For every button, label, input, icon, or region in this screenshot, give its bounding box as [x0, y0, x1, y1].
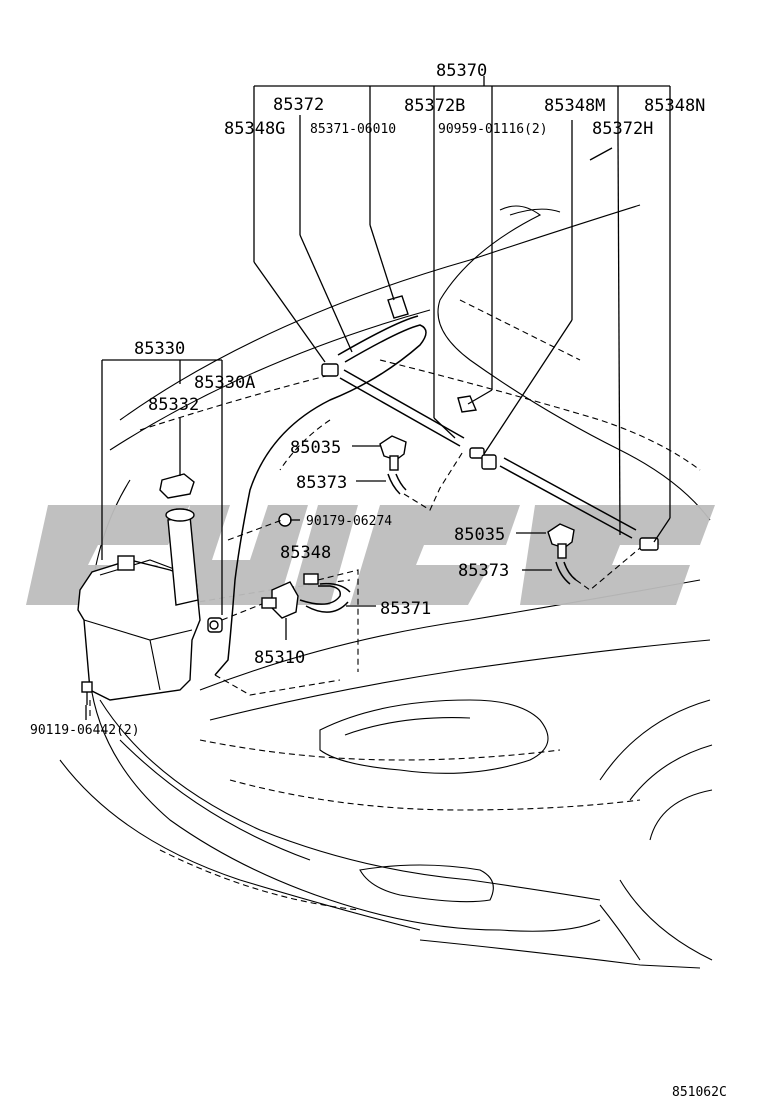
label-85332: 85332 [148, 395, 199, 415]
label-85372: 85372 [273, 95, 324, 115]
label-85373-right: 85373 [458, 561, 509, 581]
label-90179-06274: 90179-06274 [306, 514, 392, 529]
label-85310: 85310 [254, 648, 305, 668]
label-85035-left: 85035 [290, 438, 341, 458]
washer-nozzle-right [547, 523, 577, 585]
washer-pump [261, 573, 351, 640]
label-85370: 85370 [436, 61, 487, 81]
label-85348n: 85348N [644, 96, 705, 116]
label-85371-06010: 85371-06010 [310, 122, 396, 137]
label-85348m: 85348M [544, 96, 605, 116]
label-90119-06442: 90119-06442(2) [30, 723, 140, 738]
washer-tank [77, 473, 292, 705]
label-85371: 85371 [380, 599, 431, 619]
label-85373-left: 85373 [296, 473, 347, 493]
leader-lines [85, 76, 671, 720]
label-85348g: 85348G [224, 119, 285, 139]
label-85330a: 85330A [194, 373, 255, 393]
nozzle-hose-set [214, 295, 659, 676]
label-90959-01116: 90959-01116(2) [438, 122, 548, 137]
label-85372b: 85372B [404, 96, 465, 116]
label-85372h: 85372H [592, 119, 653, 139]
washer-nozzle-left [379, 435, 407, 495]
label-85330: 85330 [134, 339, 185, 359]
label-85035-right: 85035 [454, 525, 505, 545]
diagram-id: 851062C [672, 1085, 727, 1100]
part-labels: 85370 85372 85372B 85348M 85348N 85348G … [30, 61, 727, 1100]
car-body-outline [59, 204, 713, 969]
label-85348: 85348 [280, 543, 331, 563]
